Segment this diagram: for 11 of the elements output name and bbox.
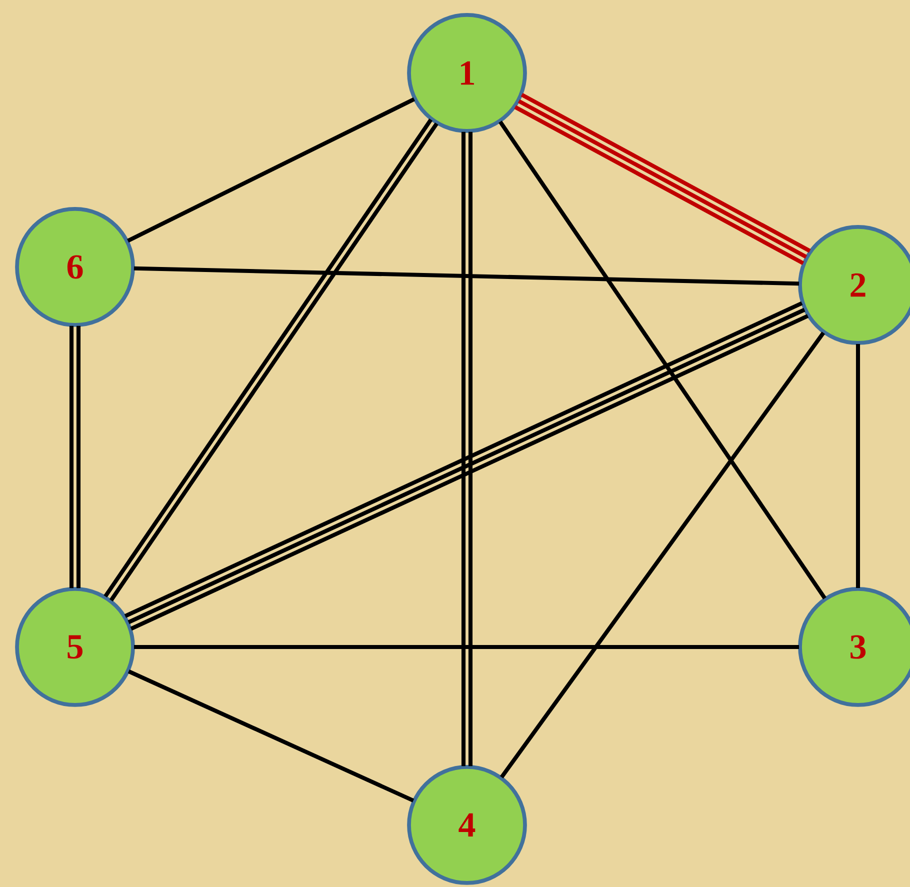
edge-line	[134, 266, 800, 286]
edge-line	[76, 326, 81, 588]
edge-line	[498, 120, 826, 600]
edge-line	[468, 132, 473, 766]
edge-line	[500, 332, 826, 778]
edge-line	[461, 132, 466, 766]
edge-line	[128, 670, 414, 802]
edge-line	[134, 644, 799, 649]
edge-line	[127, 97, 416, 243]
edge-line	[69, 326, 74, 588]
edge-line	[856, 344, 860, 588]
